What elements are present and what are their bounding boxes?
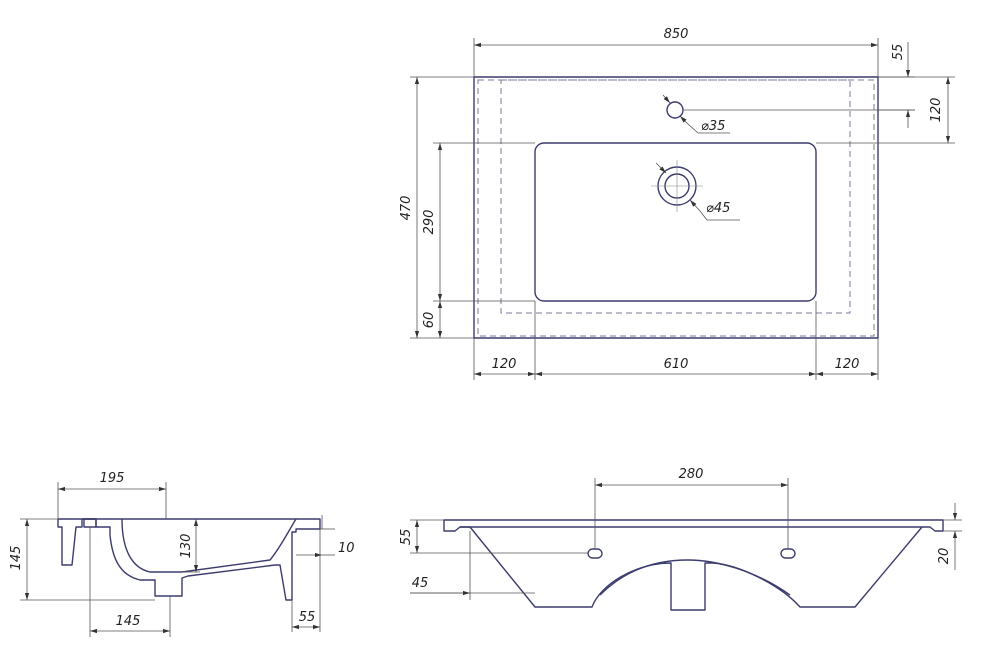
dim-610-label: 610 bbox=[664, 357, 689, 372]
dim-145-height-label: 145 bbox=[9, 546, 24, 571]
dim-290-label: 290 bbox=[422, 210, 437, 235]
side-profile bbox=[57, 518, 321, 601]
dim-55-back-label: 55 bbox=[299, 610, 316, 625]
dim-145-offset: 145 bbox=[89, 527, 171, 637]
dim-130-label: 130 bbox=[179, 534, 194, 559]
dim-55-rim: 55 bbox=[878, 42, 915, 128]
dim-55-front: 55 bbox=[399, 519, 588, 554]
dim-45-front: 45 bbox=[410, 531, 535, 600]
leader-phi-35: ⌀35 bbox=[662, 94, 730, 134]
dim-145-height: 145 bbox=[9, 518, 155, 601]
top-view: 850 55 120 ⌀35 bbox=[399, 27, 955, 380]
side-view: 195 145 130 10 145 bbox=[9, 471, 355, 637]
dim-280: 280 bbox=[594, 467, 789, 549]
dim-290: 290 bbox=[422, 142, 535, 302]
hidden-rim-line bbox=[477, 79, 875, 337]
side-bowl-inner bbox=[121, 518, 297, 573]
overflow-slot-right bbox=[780, 548, 796, 559]
overflow-slot-left bbox=[587, 548, 603, 559]
dim-60: 60 bbox=[422, 301, 443, 338]
leader-phi-45: ⌀45 bbox=[655, 162, 740, 221]
dim-120-tap: 120 bbox=[684, 76, 955, 144]
bowl-outline bbox=[534, 142, 817, 302]
dim-120-left-label: 120 bbox=[492, 357, 517, 372]
dim-195: 195 bbox=[57, 471, 167, 519]
front-profile bbox=[443, 519, 944, 611]
dim-195-label: 195 bbox=[100, 471, 125, 486]
dim-20-front: 20 bbox=[937, 503, 962, 570]
dim-55-back: 55 bbox=[291, 529, 321, 632]
dim-20-front-label: 20 bbox=[937, 548, 952, 565]
dim-10-label: 10 bbox=[338, 541, 355, 556]
dim-10: 10 bbox=[296, 515, 355, 558]
dim-280-label: 280 bbox=[679, 467, 704, 482]
dim-120-right-label: 120 bbox=[835, 357, 860, 372]
hidden-inner-line bbox=[500, 79, 851, 314]
tap-hole bbox=[666, 101, 684, 119]
dim-55-rim-label: 55 bbox=[891, 44, 906, 61]
basin-outline bbox=[473, 76, 879, 339]
dim-145-offset-label: 145 bbox=[116, 614, 141, 629]
dim-850-label: 850 bbox=[664, 27, 689, 42]
dim-850: 850 bbox=[473, 27, 879, 77]
front-bowl-curve bbox=[599, 559, 791, 596]
dim-470-label: 470 bbox=[399, 196, 414, 221]
dim-45-front-label: 45 bbox=[412, 576, 429, 591]
phi-45-label: ⌀45 bbox=[706, 201, 730, 216]
phi-35-label: ⌀35 bbox=[701, 119, 725, 134]
dim-60-label: 60 bbox=[422, 312, 437, 329]
front-view: 280 55 45 20 bbox=[399, 467, 962, 611]
dim-55-front-label: 55 bbox=[399, 529, 414, 546]
dim-120-tap-label: 120 bbox=[929, 98, 944, 123]
dim-130: 130 bbox=[179, 519, 200, 573]
dim-bottom-row: 120 610 120 bbox=[473, 301, 879, 380]
dim-470: 470 bbox=[399, 76, 474, 339]
